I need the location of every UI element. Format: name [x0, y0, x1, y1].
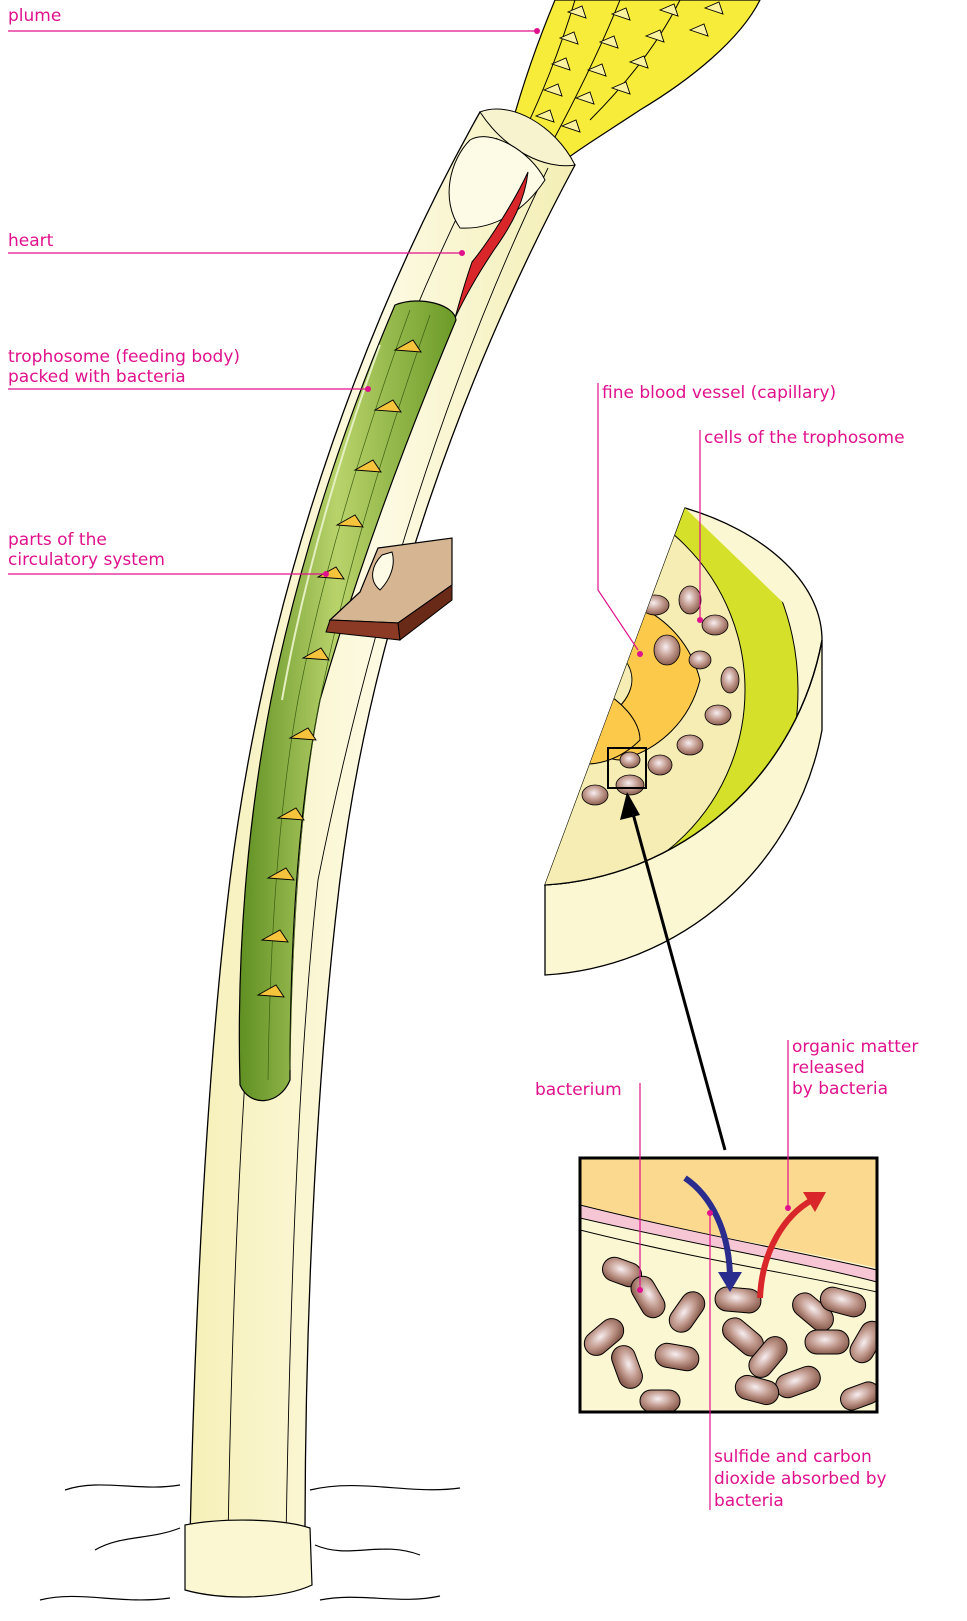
label-sulfide-3: bacteria	[714, 1491, 784, 1511]
label-bacterium: bacterium	[535, 1080, 622, 1100]
label-circulatory-1: parts of the	[8, 530, 107, 550]
label-organic-2: released	[792, 1058, 865, 1078]
label-trophosome-1: trophosome (feeding body)	[8, 347, 240, 367]
label-circulatory-2: circulatory system	[8, 550, 165, 570]
label-plume: plume	[8, 6, 61, 26]
label-heart: heart	[8, 231, 53, 251]
tube	[185, 109, 575, 1597]
label-trophosome-2: packed with bacteria	[8, 367, 186, 387]
label-sulfide-2: dioxide absorbed by	[714, 1469, 887, 1489]
label-organic-3: by bacteria	[792, 1079, 888, 1099]
label-sulfide-1: sulfide and carbon	[714, 1447, 872, 1467]
bacteria-inset	[579, 1158, 888, 1413]
label-organic-1: organic matter	[792, 1037, 918, 1057]
label-cells: cells of the trophosome	[704, 428, 905, 448]
label-capillary: fine blood vessel (capillary)	[602, 383, 836, 403]
